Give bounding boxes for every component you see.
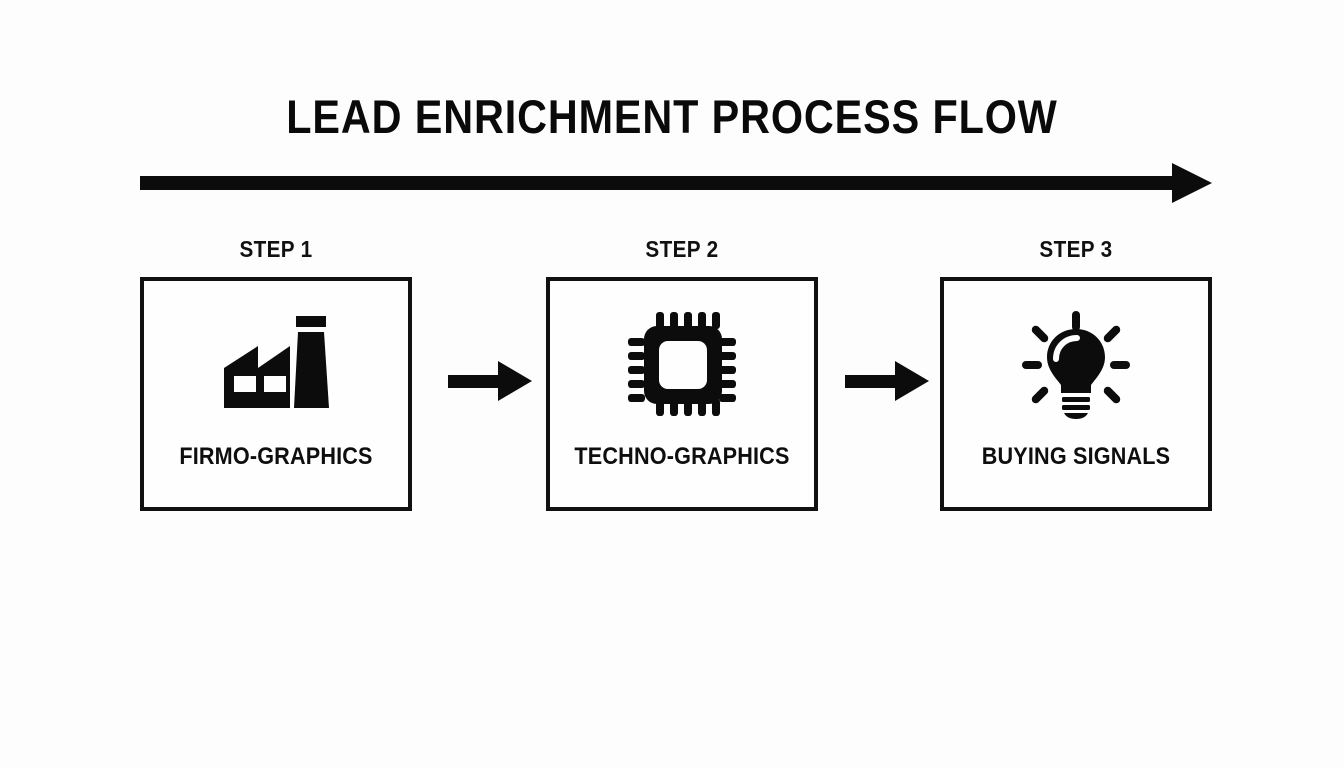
page-title: LEAD ENRICHMENT PROCESS FLOW xyxy=(286,90,1058,143)
step-card-2[interactable]: STEP 2 xyxy=(546,236,818,511)
arrow-step2-to-step3 xyxy=(845,355,933,407)
step-label-2: STEP 2 xyxy=(645,236,719,262)
step-box-label-2: TECHNO-GRAPHICS xyxy=(574,443,790,470)
step-label-3: STEP 3 xyxy=(1039,236,1113,262)
step-box-label-1: FIRMO-GRAPHICS xyxy=(179,443,373,470)
lightbulb-icon xyxy=(944,305,1208,423)
step-box-2[interactable]: TECHNO-GRAPHICS xyxy=(546,277,818,511)
step-box-label-3: BUYING SIGNALS xyxy=(981,443,1171,470)
microchip-icon xyxy=(550,305,814,423)
arrow-step1-to-step2 xyxy=(448,355,536,407)
step-card-1[interactable]: STEP 1 FIRMO-GRAPHICS xyxy=(140,236,412,511)
steps-row: STEP 1 FIRMO-GRAPHICS xyxy=(0,236,1344,536)
step-box-3[interactable]: BUYING SIGNALS xyxy=(940,277,1212,511)
process-direction-arrow xyxy=(140,160,1212,206)
step-card-3[interactable]: STEP 3 xyxy=(940,236,1212,511)
factory-icon xyxy=(144,305,408,423)
step-label-1: STEP 1 xyxy=(239,236,313,262)
step-box-1[interactable]: FIRMO-GRAPHICS xyxy=(140,277,412,511)
